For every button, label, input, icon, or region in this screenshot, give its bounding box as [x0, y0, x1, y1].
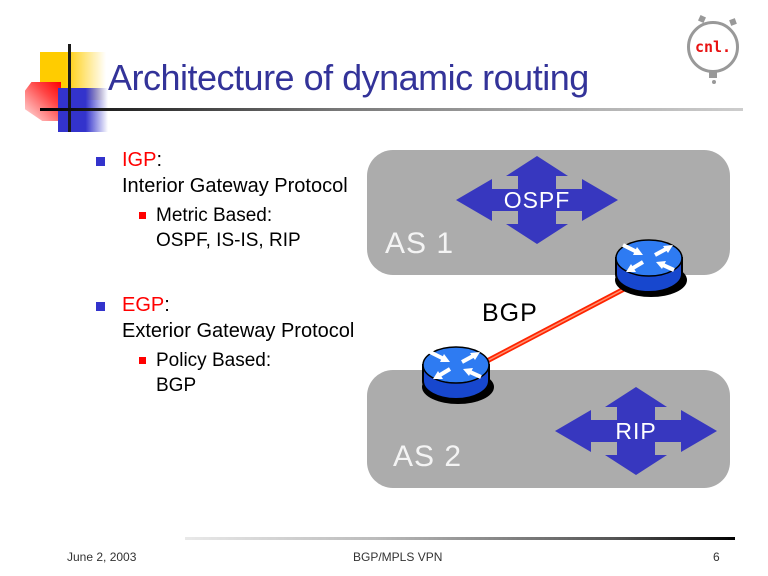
bullet-square-icon — [96, 157, 105, 166]
term-egp: EGP — [122, 294, 165, 316]
as2-label: AS 2 — [393, 440, 463, 473]
cnl-logo-text: cnl. — [694, 38, 732, 56]
bullet-square-icon — [96, 302, 105, 311]
bullet-definition: Interior Gateway Protocol — [122, 175, 348, 197]
sub-bullet-metric: Metric Based: OSPF, IS-IS, RIP — [156, 203, 301, 253]
logo-nub-icon — [712, 80, 716, 84]
bgp-link-label: BGP — [482, 299, 538, 327]
sub-bullet-detail: OSPF, IS-IS, RIP — [156, 230, 301, 251]
page-number: 6 — [713, 550, 720, 564]
logo-nub-icon — [709, 71, 717, 78]
ospf-label: OSPF — [503, 186, 571, 213]
router-icon — [422, 346, 494, 404]
bullet-term-line: IGP: — [122, 147, 348, 173]
footer-date: June 2, 2003 — [67, 550, 137, 564]
decoration-red-shape — [25, 82, 61, 121]
sub-bullet-detail: BGP — [156, 375, 197, 396]
bullet-item-egp: EGP: Exterior Gateway Protocol — [122, 292, 354, 344]
router-icon — [615, 239, 687, 297]
decoration-vertical-line — [68, 44, 71, 132]
footer-title: BGP/MPLS VPN — [353, 550, 443, 564]
term-colon: : — [164, 294, 170, 316]
sub-bullet-square-icon — [139, 212, 146, 219]
bullet-item-igp: IGP: Interior Gateway Protocol — [122, 147, 348, 199]
rip-label: RIP — [615, 417, 657, 444]
bgp-link-line — [484, 285, 629, 364]
sub-bullet-policy: Policy Based: BGP — [156, 348, 271, 398]
term-igp: IGP — [122, 149, 157, 171]
footer-divider-line — [185, 537, 735, 540]
page-title: Architecture of dynamic routing — [108, 57, 589, 98]
sub-bullet-label: Policy Based: — [156, 350, 272, 371]
term-colon: : — [156, 149, 163, 171]
logo-nub-icon — [729, 18, 737, 26]
cnl-logo: cnl. — [687, 21, 739, 73]
four-way-arrow-icon — [456, 156, 618, 244]
as1-label: AS 1 — [385, 227, 455, 260]
sub-bullet-square-icon — [139, 357, 146, 364]
four-way-arrow-icon — [555, 387, 717, 475]
title-underline — [40, 108, 743, 111]
bullet-term-line: EGP: — [122, 292, 354, 318]
bullet-definition: Exterior Gateway Protocol — [122, 320, 355, 342]
sub-bullet-label: Metric Based: — [156, 205, 273, 226]
